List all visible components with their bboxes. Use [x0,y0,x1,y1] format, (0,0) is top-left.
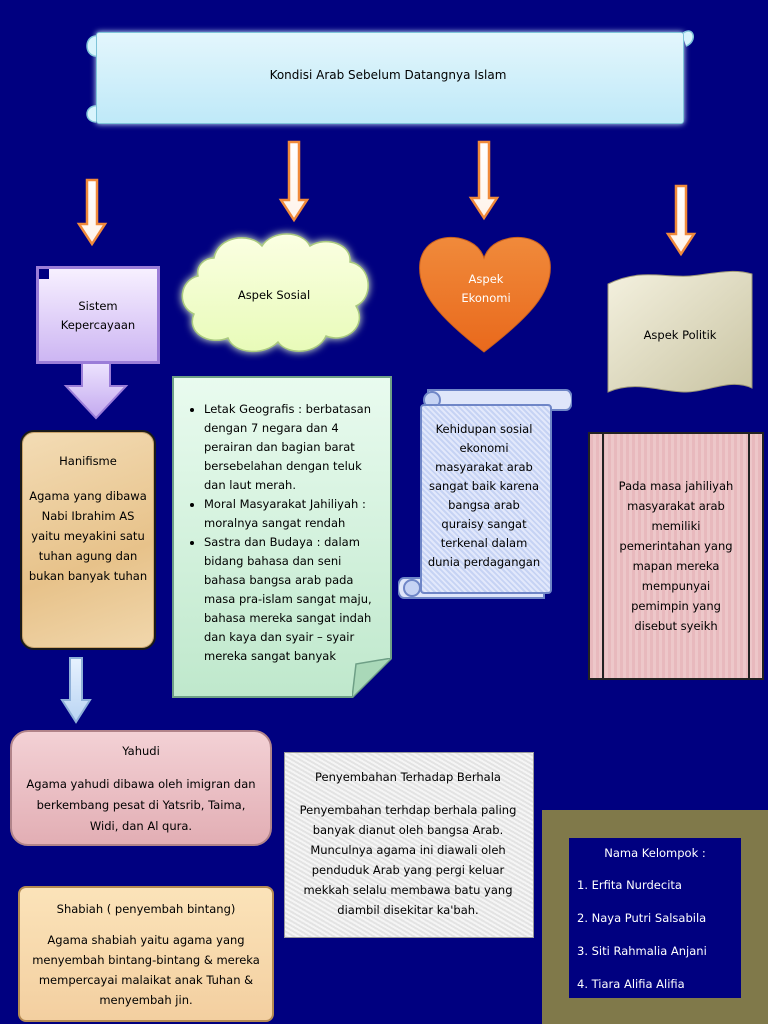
node-aspek-sosial: Aspek Sosial [237,288,311,302]
node-sistem-kepercayaan: Sistem Kepercayaan [36,266,160,364]
folded-corner-icon [352,658,392,698]
yahudi-heading: Yahudi [122,744,160,758]
yahudi-text: Agama yahudi dibawa oleh imigran dan ber… [26,777,256,833]
kelompok-frame: Nama Kelompok : 1. Erfita Nurdecita 2. N… [542,810,768,1024]
kelompok-box: Nama Kelompok : 1. Erfita Nurdecita 2. N… [569,838,741,998]
sosial-detail-item: Moral Masyarakat Jahiliyah : moralnya sa… [204,495,382,533]
arrow-down-hanifisme [60,657,92,724]
sosial-detail-item: Letak Geografis : berbatasan dengan 7 ne… [204,400,382,495]
node-aspek-ekonomi: Aspek Ekonomi [444,270,528,308]
yahudi-card: Yahudi Agama yahudi dibawa oleh imigran … [10,730,272,846]
node-aspek-ekonomi-line-2: Ekonomi [461,291,511,305]
node-aspek-ekonomi-line-1: Aspek [468,272,504,286]
arrow-down-3 [468,140,500,221]
politik-detail-panel: Pada masa jahiliyah masyarakat arab memi… [588,432,764,680]
politik-detail-text: Pada masa jahiliyah masyarakat arab memi… [618,479,734,633]
wavy-banner-shape [607,270,753,393]
arrow-down-sistem [63,359,129,420]
hanifisme-heading: Hanifisme [59,454,117,468]
hanifisme-card: Hanifisme Agama yang dibawa Nabi Ibrahim… [20,430,156,650]
berhala-heading: Penyembahan Terhadap Berhala [315,770,501,784]
heart-shape [419,236,551,353]
diagram-title: Kondisi Arab Sebelum Datangnya Islam [269,68,507,82]
shabiah-heading: Shabiah ( penyembah bintang) [56,902,236,916]
hanifisme-text: Agama yang dibawa Nabi Ibrahim AS yaitu … [28,489,148,583]
sosial-detail-item: Sastra dan Budaya : dalam bidang bahasa … [204,533,382,666]
scroll-curl-icon [86,30,694,123]
arrow-down-2 [278,140,310,223]
sosial-detail-list: Letak Geografis : berbatasan dengan 7 ne… [174,400,390,666]
kelompok-member: 4. Tiara Alifia Alifia [577,977,685,991]
node-aspek-politik: Aspek Politik [643,328,717,342]
ekonomi-detail-scroll: Kehidupan sosial ekonomi masyarakat arab… [398,388,572,600]
ekonomi-detail-text: Kehidupan sosial ekonomi masyarakat arab… [427,422,541,569]
arrow-down-1 [76,178,108,247]
shabiah-text: Agama shabiah yaitu agama yang menyembah… [32,933,260,1007]
kelompok-member: 2. Naya Putri Salsabila [577,911,707,925]
kelompok-member: 1. Erfita Nurdecita [577,878,682,892]
kelompok-heading: Nama Kelompok : [604,846,706,860]
cloud-shape [181,233,369,353]
berhala-text: Penyembahan terhdap berhala paling banya… [299,803,517,917]
node-sistem-label: Sistem Kepercayaan [60,299,136,332]
shabiah-card: Shabiah ( penyembah bintang) Agama shabi… [18,886,274,1022]
berhala-card: Penyembahan Terhadap Berhala Penyembahan… [284,752,534,938]
title-scroll-banner: Kondisi Arab Sebelum Datangnya Islam [82,26,694,130]
kelompok-member: 3. Siti Rahmalia Anjani [577,944,707,958]
sosial-detail-note: Letak Geografis : berbatasan dengan 7 ne… [172,376,392,698]
arrow-down-4 [665,184,697,257]
